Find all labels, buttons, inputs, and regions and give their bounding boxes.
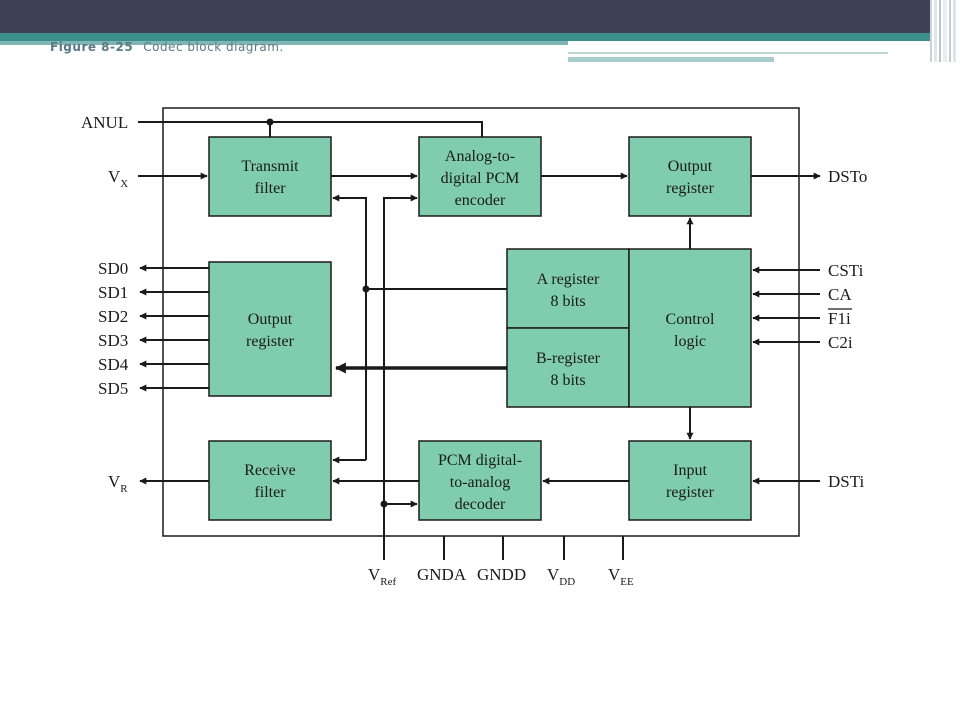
adc-encoder-block	[418, 136, 542, 217]
anul-junction	[266, 118, 274, 126]
anul-label: ANUL	[81, 113, 128, 132]
transmit-filter-label-2: filter	[254, 180, 286, 197]
sd0-label: SD0	[98, 259, 128, 278]
corner-stripes	[930, 0, 960, 62]
a-register-label-1: A register	[537, 271, 600, 288]
a-register-block	[506, 248, 630, 329]
output-register-left-block	[208, 261, 332, 397]
vr-label: VR	[108, 472, 128, 495]
gndd-label: GNDD	[477, 565, 526, 584]
c2i-label: C2i	[828, 333, 853, 352]
dsto-label: DSTo	[828, 167, 867, 186]
control-logic-label-1: Control	[666, 311, 715, 328]
sd3-label: SD3	[98, 331, 128, 350]
vref-label: VRef	[368, 565, 397, 588]
csti-label: CSTi	[828, 261, 864, 280]
output-register-top-label-1: Output	[668, 158, 713, 175]
receive-filter-label-2: filter	[254, 484, 286, 501]
header-accent-thin	[0, 41, 568, 45]
header-bar	[0, 0, 930, 33]
dac-decoder-label-3: decoder	[455, 496, 506, 513]
sd5-label: SD5	[98, 379, 128, 398]
sd1-label: SD1	[98, 283, 128, 302]
b-register-block	[506, 327, 630, 408]
output-register-top-block	[628, 136, 752, 217]
dsti-label: DSTi	[828, 472, 865, 491]
sd4-label: SD4	[98, 355, 129, 374]
header-rule	[568, 52, 888, 54]
header-accent-band	[0, 33, 930, 41]
transmit-filter-label-1: Transmit	[241, 158, 299, 175]
header-rule-lower	[568, 57, 774, 62]
f1i-label: F1i	[828, 309, 851, 328]
vx-label: VX	[108, 167, 128, 190]
ca-label: CA	[828, 285, 852, 304]
sd2-label: SD2	[98, 307, 128, 326]
vdd-label: VDD	[547, 565, 575, 588]
figure-number: Figure 8-25	[50, 40, 134, 54]
output-register-left-label-1: Output	[248, 311, 293, 328]
figure-caption: Figure 8-25 Codec block diagram.	[50, 40, 284, 54]
gnda-label: GNDA	[417, 565, 467, 584]
input-register-label-2: register	[666, 484, 715, 501]
input-register-block	[628, 440, 752, 521]
output-register-left-label-2: register	[246, 333, 295, 350]
input-register-label-1: Input	[673, 462, 707, 479]
a-reg-to-tx-wire	[332, 194, 367, 460]
dac-decoder-label-1: PCM digital-	[438, 452, 522, 469]
b-register-label-1: B-register	[536, 350, 601, 367]
output-register-top-label-2: register	[666, 180, 715, 197]
chip-outline	[162, 107, 800, 537]
vref-junction	[380, 500, 388, 508]
figure-title: Codec block diagram.	[143, 40, 284, 54]
transmit-filter-block	[208, 136, 332, 217]
a-reg-junction	[362, 285, 370, 293]
adc-encoder-label-3: encoder	[455, 192, 506, 209]
a-register-label-2: 8 bits	[550, 293, 585, 310]
anul-wire	[138, 121, 483, 137]
adc-encoder-label-2: digital PCM	[441, 170, 520, 187]
b-register-label-2: 8 bits	[550, 372, 585, 389]
control-logic-block	[628, 248, 752, 408]
dac-decoder-label-2: to-analog	[450, 474, 510, 491]
control-logic-label-2: logic	[674, 333, 706, 350]
adc-encoder-label-1: Analog-to-	[445, 148, 515, 165]
receive-filter-label-1: Receive	[244, 462, 296, 479]
receive-filter-block	[208, 440, 332, 521]
vref-to-adc-wire	[383, 194, 418, 560]
dac-decoder-block	[418, 440, 542, 521]
vee-label: VEE	[608, 565, 634, 588]
